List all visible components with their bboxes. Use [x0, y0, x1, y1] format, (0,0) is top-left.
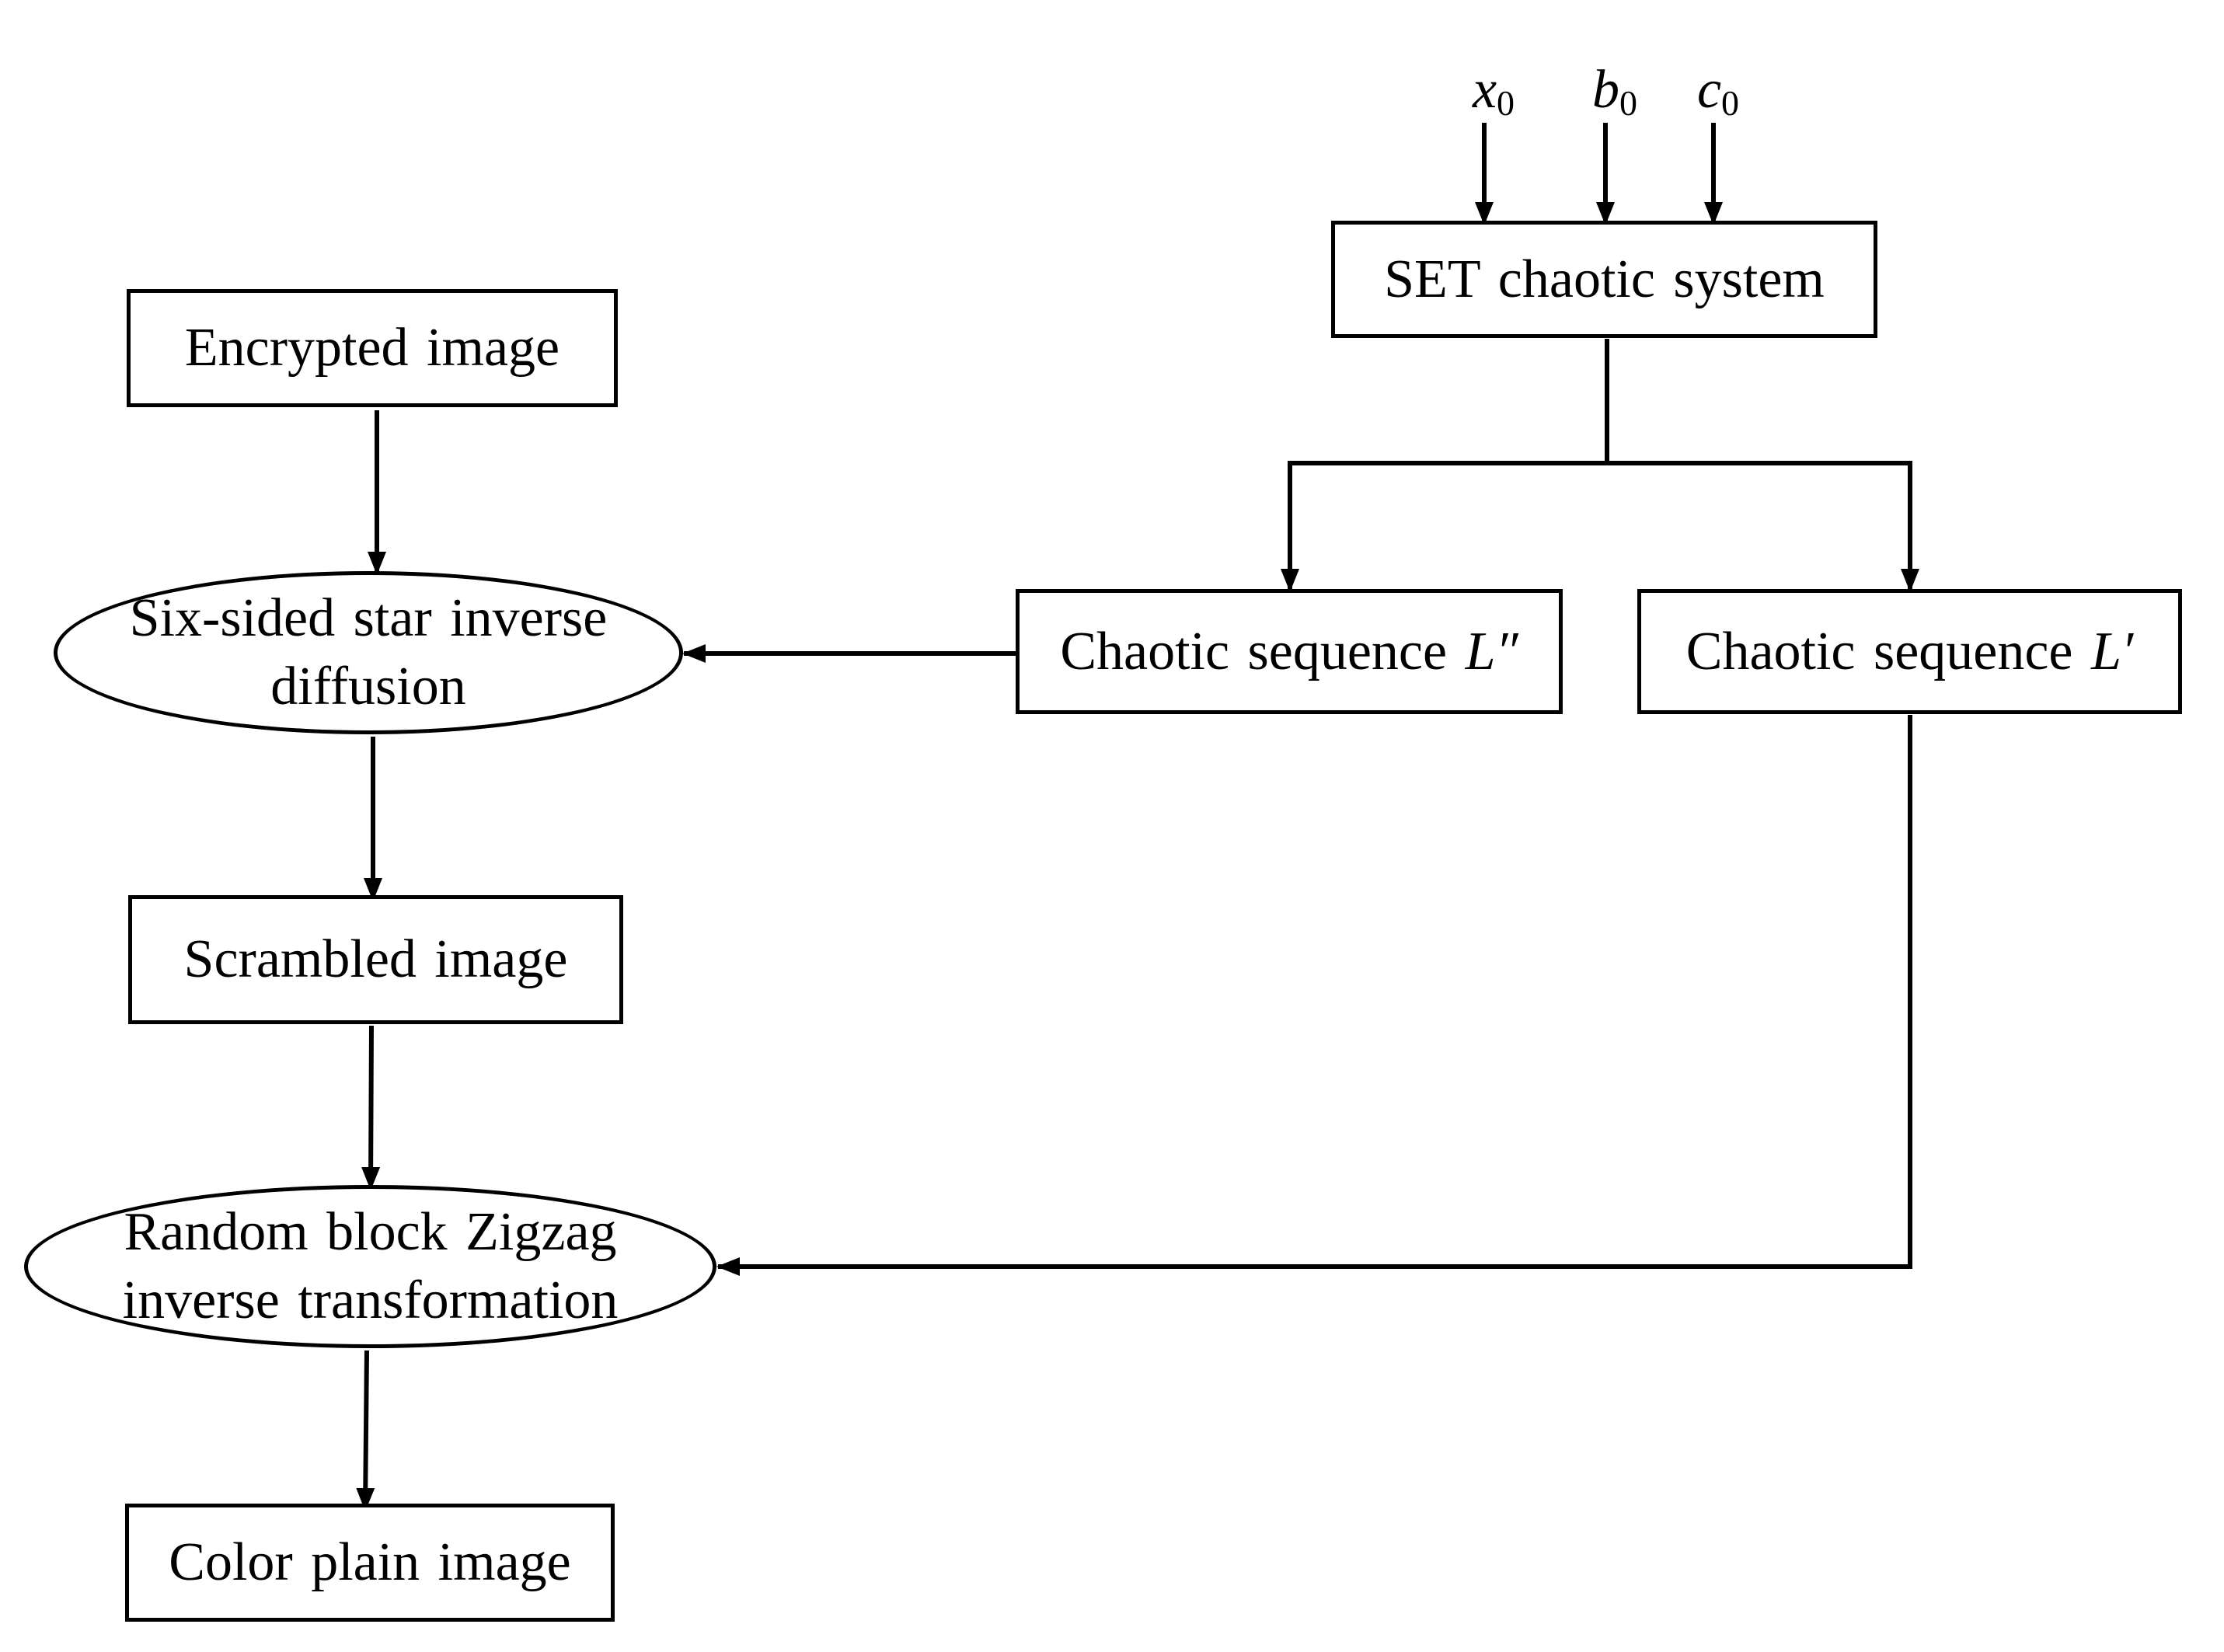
six-sided-star-inverse-diffusion-node: Six-sided star inverse diffusion [54, 571, 683, 734]
param-x0-var: x [1472, 60, 1497, 120]
param-b0-var: b [1592, 60, 1619, 120]
param-c0-var: c [1696, 60, 1722, 120]
chaotic-sequence-l-prime-label: Chaotic sequence L′ [1686, 618, 2134, 686]
random-block-zigzag-inverse-transformation-node: Random block Zigzag inverse transformati… [24, 1185, 716, 1348]
set-chaotic-system-box: SET chaotic system [1331, 221, 1877, 338]
chaotic-sequence-l-double-prime-box: Chaotic sequence L″ [1016, 589, 1563, 714]
encrypted-image-label: Encrypted image [184, 318, 560, 378]
param-x0-sub: 0 [1497, 83, 1515, 123]
param-x0: x0 [1447, 59, 1540, 134]
set-chaotic-system-label: SET chaotic system [1384, 249, 1825, 309]
arrow-zigzag-to-plain [356, 1350, 375, 1511]
param-b0: b0 [1568, 59, 1661, 134]
arrow-seq-prime-to-zigzag [716, 715, 1912, 1276]
sequence-symbol-l-double-prime: L″ [1465, 621, 1518, 681]
encrypted-image-box: Encrypted image [127, 289, 618, 407]
scrambled-image-label: Scrambled image [183, 929, 568, 989]
arrow-set-to-seq-prime [1607, 461, 1919, 592]
param-b0-sub: 0 [1619, 83, 1637, 123]
zigzag-label-line-1: Random block Zigzag [124, 1202, 617, 1262]
chaotic-sequence-text: Chaotic sequence [1685, 621, 2073, 681]
param-c0-sub: 0 [1721, 83, 1740, 123]
zigzag-label-line-2: inverse transformation [122, 1270, 619, 1330]
arrow-set-to-seq-double-prime [1281, 461, 1607, 592]
chaotic-sequence-l-prime-box: Chaotic sequence L′ [1637, 589, 2182, 714]
chaotic-sequence-text: Chaotic sequence [1060, 621, 1448, 681]
color-plain-image-label: Color plain image [169, 1532, 571, 1592]
chaotic-sequence-l-double-prime-label: Chaotic sequence L″ [1060, 618, 1518, 686]
sequence-symbol-l-prime: L′ [2091, 621, 2134, 681]
scrambled-image-box: Scrambled image [128, 895, 623, 1024]
param-c0: c0 [1671, 59, 1765, 134]
color-plain-image-box: Color plain image [125, 1504, 615, 1622]
diffusion-label-line-2: diffusion [270, 657, 466, 716]
diffusion-label-line-1: Six-sided star inverse [129, 588, 608, 648]
